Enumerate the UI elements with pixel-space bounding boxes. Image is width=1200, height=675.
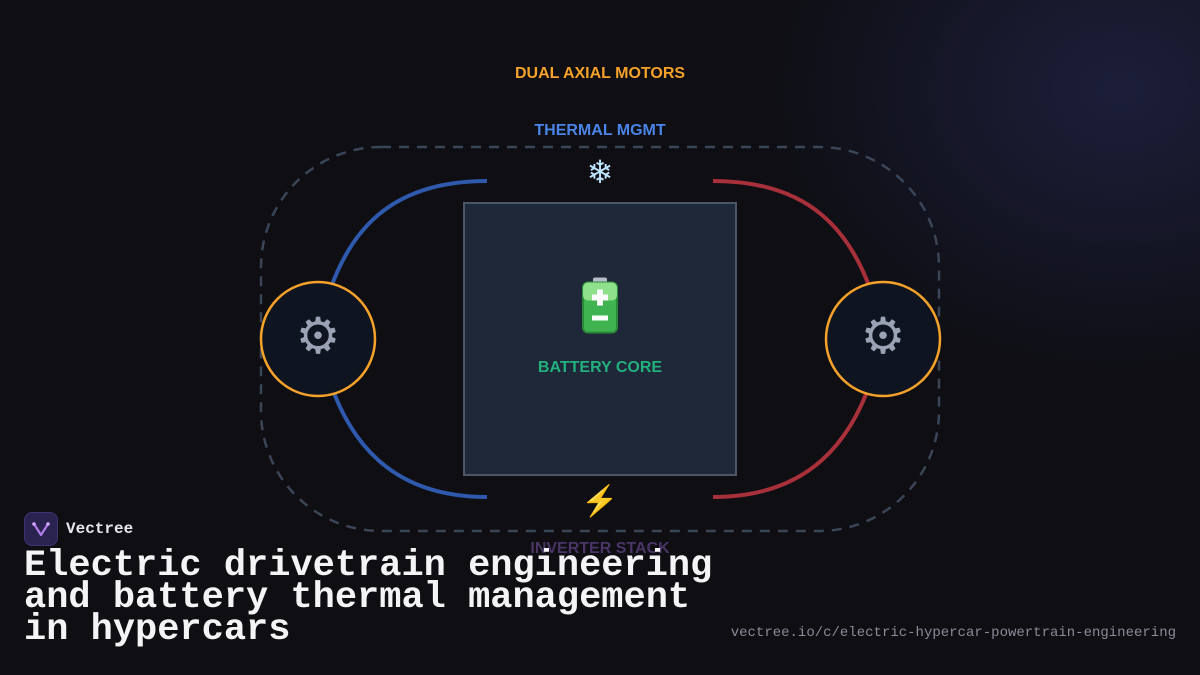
motors-label: DUAL AXIAL MOTORS (514, 65, 686, 82)
motor-node-right (824, 280, 942, 398)
snowflake-icon: ❄ (586, 154, 614, 190)
page-title: Electric drivetrain engineering and batt… (24, 545, 713, 651)
lightning-bolt-icon: ⚡ (581, 485, 619, 518)
battery-icon (580, 277, 620, 343)
gear-icon: ⚙ (860, 308, 906, 364)
source-url: vectree.io/c/electric-hypercar-powertrai… (730, 625, 1176, 641)
vectree-logo-icon (24, 512, 58, 546)
battery-label: BATTERY CORE (537, 359, 663, 376)
battery-core-box (463, 202, 737, 476)
inverter-label: INVERTER STACK (530, 540, 670, 557)
motor-node-left (259, 280, 377, 398)
gear-icon: ⚙ (295, 308, 341, 364)
brand-name: Vectree (66, 520, 134, 538)
thermal-label: THERMAL MGMT (534, 122, 666, 139)
brand: Vectree (24, 512, 133, 546)
